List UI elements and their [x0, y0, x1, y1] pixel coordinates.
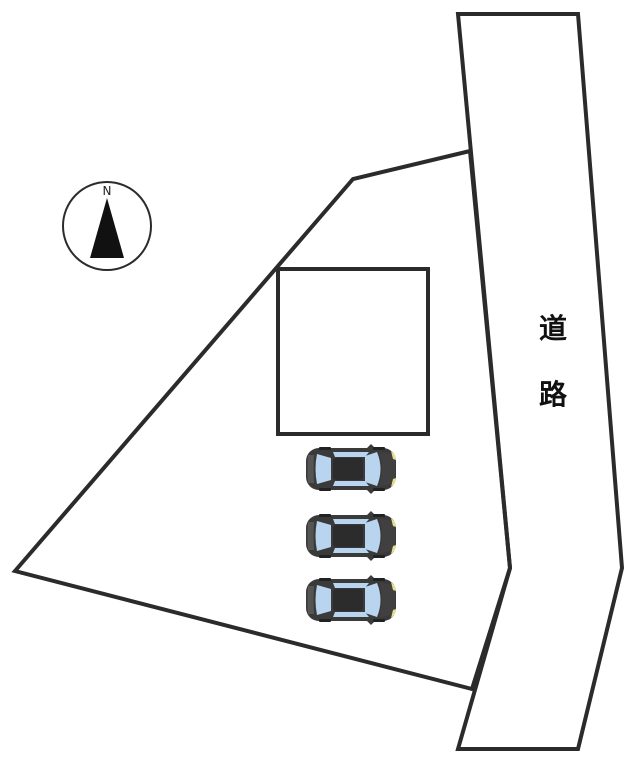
parking-car-3 [306, 575, 396, 625]
compass-north-label: N [103, 184, 112, 198]
road-label-line1: 道 [539, 312, 567, 345]
north-compass: N [62, 181, 152, 271]
road-label-line2: 路 [539, 378, 568, 411]
parking-car-2 [306, 511, 396, 561]
parking-car-1 [306, 444, 396, 494]
building-footprint [276, 267, 430, 436]
lot-boundary [11, 148, 513, 692]
north-arrow-icon [90, 198, 124, 258]
